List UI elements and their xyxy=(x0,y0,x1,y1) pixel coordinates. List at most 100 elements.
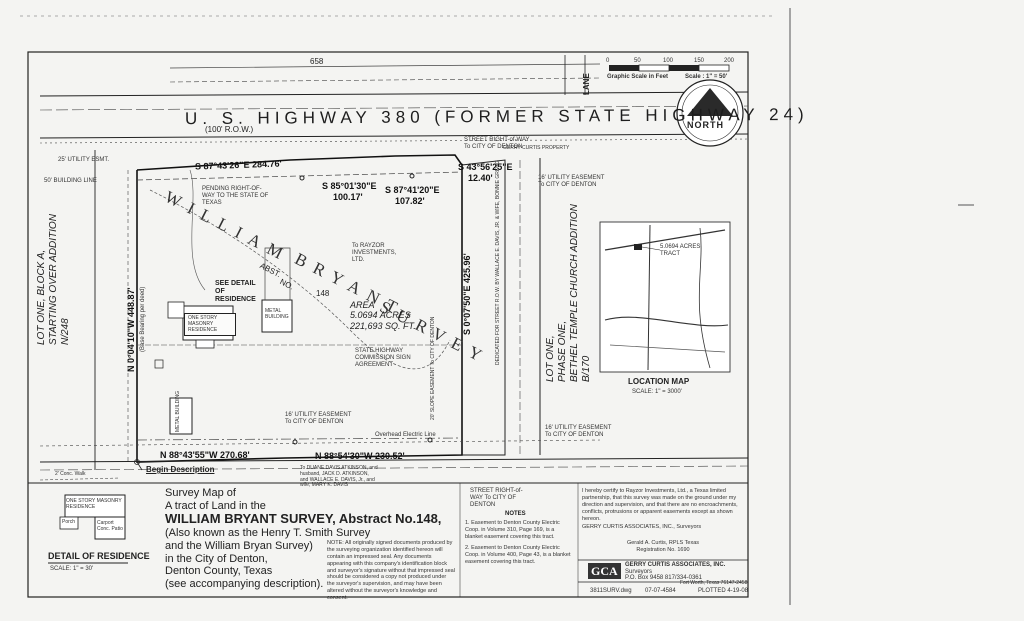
detail-porch-label: Porch xyxy=(62,519,76,525)
lane-label: LANE xyxy=(582,73,591,95)
detail-walk xyxy=(39,477,121,481)
bearing-west: N 0°04'10"W 448.87' xyxy=(126,287,136,372)
detail-porch xyxy=(59,516,79,530)
area-block: AREA 5.0694 ACRES 221,693 SQ. FT. xyxy=(350,300,416,331)
detail-residence-label: ONE STORY MASONRY RESIDENCE xyxy=(66,498,122,510)
scale-ratio: Scale : 1" = 50' xyxy=(685,74,728,80)
rayzor-label: To RAYZOR INVESTMENTS, LTD. xyxy=(352,243,397,263)
bearing-west-note: (Base Bearing per deed) xyxy=(140,286,146,352)
notes-title: NOTES xyxy=(505,511,526,517)
street-row-top-label: STREET RIGHT-of-WAY To CITY OF DENTON xyxy=(464,137,530,150)
footer-job: 07-07-4584 xyxy=(645,588,676,594)
bearing-north-3: S 87°41'20"E xyxy=(385,185,440,195)
adjacent-lot-east: LOT ONE, PHASE ONE, BETHEL TEMPLE CHURCH… xyxy=(545,204,593,382)
bearing-south-west: N 88°43'55"W 270.68' xyxy=(160,450,250,460)
detail-scale: SCALE: 1" = 30' xyxy=(50,566,94,572)
building-line-label: 50' BUILDING LINE xyxy=(44,178,97,184)
begin-point xyxy=(134,459,140,465)
street-row-strip xyxy=(461,159,506,456)
metal-building-2 xyxy=(169,397,193,435)
begin-description-label: Begin Description xyxy=(146,465,215,474)
north-utility-line xyxy=(169,63,601,69)
utility-16-label-ne: 16' UTILITY EASEMENT To CITY OF DENTON xyxy=(538,175,605,188)
title-line-2: A tract of Land in the xyxy=(165,499,266,512)
overhead-electric xyxy=(136,437,463,441)
footer-plotted: PLOTTED 4-19-08 xyxy=(698,588,749,594)
scale-tick-0: 0 xyxy=(606,58,610,64)
area-title: AREA xyxy=(350,300,375,310)
title-line-1: Survey Map of xyxy=(165,487,236,499)
metal-building-2-label: METAL BUILDING xyxy=(175,390,181,432)
title-line-7: Denton County, Texas xyxy=(165,565,273,578)
scale-bar-seg-4 xyxy=(698,64,730,72)
area-sqft: 221,693 SQ. FT. xyxy=(350,320,416,331)
rpls-signature: Gerald A. Curtis, RPLS Texas Registratio… xyxy=(626,540,700,553)
highway-row: (100' R.O.W.) xyxy=(205,125,254,134)
title-line-4: (Also known as the Henry T. Smith Survey xyxy=(165,527,371,540)
seal-note: NOTE: All originally signed documents pr… xyxy=(327,540,455,601)
see-detail-label: SEE DETAIL OF RESIDENCE xyxy=(215,280,256,304)
adjacent-west-line-1: LOT ONE, BLOCK A, xyxy=(36,249,47,345)
power-pole xyxy=(409,173,415,179)
residence-label: ONE STORY MASONRY RESIDENCE xyxy=(184,313,236,337)
firm-name: GERRY CURTIS ASSOCIATES, INC. xyxy=(625,562,726,568)
location-map-title: LOCATION MAP xyxy=(628,377,690,386)
abstract-no: 148 xyxy=(316,289,330,298)
location-map-road-3 xyxy=(604,316,729,327)
firm-address-1: P.O. Box 9458 817/334-0361 xyxy=(625,575,702,581)
title-line-5: and the William Bryan Survey) xyxy=(165,539,313,552)
location-map-tract-label: 5.0694 ACRES TRACT xyxy=(660,244,701,257)
bearing-north-3-dist: 107.82' xyxy=(395,196,425,206)
south-road-line-2 xyxy=(39,465,749,471)
sign-agreement-label: STATE HIGHWAY COMMISSION SIGN AGREEMENT xyxy=(355,348,411,368)
title-line-8: (see accompanying description). xyxy=(165,577,324,590)
scale-bar-seg-2 xyxy=(638,64,670,72)
overhead-electric-label: Overhead Electric Line xyxy=(375,432,436,438)
south-road-line xyxy=(39,457,749,463)
metal-building-1 xyxy=(261,299,293,333)
scale-bar-seg-3 xyxy=(669,65,699,71)
detail-carport-label: Carport Conc. Patio xyxy=(97,520,123,532)
location-map-tract xyxy=(634,244,642,250)
location-map-road-2 xyxy=(647,224,651,371)
slope-easement-label: 20' SLOPE EASEMENT To CITY OF DENTON xyxy=(430,316,436,420)
location-map-road-4 xyxy=(698,227,711,369)
top-dimension: 658 xyxy=(310,57,324,66)
certification: I hereby certify to Rayzor Investments, … xyxy=(582,488,738,522)
adjacent-east-line-1: LOT ONE, xyxy=(545,335,556,382)
residence-porch xyxy=(167,301,185,319)
adjacent-west-line-2: STARTING OVER ADDITION xyxy=(48,214,59,345)
certification-company: GERRY CURTIS ASSOCIATES, INC., Surveyors xyxy=(582,524,702,530)
adjacent-east-line-3: BETHEL TEMPLE CHURCH ADDITION xyxy=(569,204,580,382)
footer-file: 3811SURV.dwg xyxy=(590,588,632,594)
note-1: 1. Easement to Denton County Electric Co… xyxy=(465,520,560,540)
adjacent-east-line-4: B/170 xyxy=(581,355,592,382)
detail-title: DETAIL OF RESIDENCE xyxy=(48,551,150,561)
metal-building-1-drive xyxy=(264,247,291,300)
highway-pavement-edge xyxy=(39,138,749,144)
pending-row-label: PENDING RIGHT-OF-WAY TO THE STATE OF TEX… xyxy=(202,186,269,206)
highway-row-line-south xyxy=(39,133,749,139)
utility-16-label-east: 16' UTILITY EASEMENT To CITY OF DENTON xyxy=(545,425,612,438)
scale-tick-200: 200 xyxy=(724,58,735,64)
street-row-bottom-label: STREET RIGHT-of-WAY To CITY OF DENTON xyxy=(470,488,523,508)
location-map-leader xyxy=(641,246,661,251)
north-arrow-inner xyxy=(681,84,739,142)
title-line-6: in the City of Denton, xyxy=(165,552,268,565)
location-map-road-1 xyxy=(604,229,726,251)
location-map-scale: SCALE: 1" = 3000' xyxy=(632,389,682,395)
firm-logo: GCA xyxy=(588,563,621,579)
scale-tick-150: 150 xyxy=(694,58,705,64)
adjacent-lot-west: LOT ONE, BLOCK A, STARTING OVER ADDITION… xyxy=(36,214,72,345)
utility-easement-label: 25' UTILITY ESMT. xyxy=(58,157,110,163)
dedicated-street-label: DEDICATED FOR STREET R.O.W. BY WALLACE E… xyxy=(495,159,501,365)
title-line-3: WILLIAM BRYANT SURVEY, Abstract No.148, xyxy=(165,511,442,527)
adjacent-east-line-2: PHASE ONE, xyxy=(557,320,568,382)
title-block: Survey Map of A tract of Land in the WIL… xyxy=(165,487,441,590)
scale-tick-100: 100 xyxy=(663,58,674,64)
bearing-east: S 0°07'50"E 425.96' xyxy=(462,253,472,335)
gerry-curtis-label: GERRY CURTIS PROPERTY xyxy=(503,145,570,151)
scale-caption: Graphic Scale in Feet xyxy=(607,74,669,80)
residence-garage xyxy=(195,339,215,349)
